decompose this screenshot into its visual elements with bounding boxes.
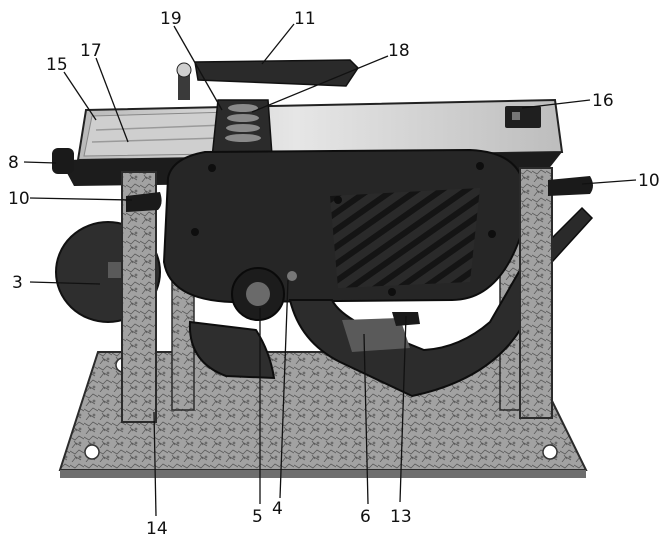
rear-grip	[188, 320, 276, 380]
callout-4: 4	[272, 499, 283, 519]
callout-11: 11	[294, 9, 316, 29]
callout-6: 6	[360, 507, 371, 527]
adjust-ridges	[225, 104, 261, 142]
leader-18	[251, 55, 389, 113]
callout-18: 18	[388, 41, 410, 61]
leader-10-right	[581, 179, 637, 185]
callout-5: 5	[252, 507, 263, 527]
leader-lines	[23, 23, 637, 517]
callout-labels: 19 11 15 17 18 16 8 10 10 3 14 5 4 6 13	[8, 9, 660, 538]
callout-19: 19	[160, 9, 182, 29]
small-screw	[287, 271, 297, 281]
vent-grille	[330, 188, 480, 288]
leader-6	[363, 333, 369, 505]
leader-14	[153, 411, 157, 517]
callout-15: 15	[46, 55, 68, 75]
leader-15	[63, 71, 97, 121]
base-hole	[84, 444, 100, 460]
callout-8: 8	[8, 153, 19, 173]
leader-13	[399, 315, 407, 503]
callout-16: 16	[592, 91, 614, 111]
leader-11	[261, 23, 295, 65]
leader-19	[173, 25, 223, 111]
chip-deflector	[194, 59, 359, 87]
leader-4	[279, 279, 289, 499]
callout-13: 13	[390, 507, 412, 527]
post-nut	[176, 62, 192, 78]
leader-3	[29, 281, 101, 285]
leader-10-left	[29, 197, 133, 201]
cover-screws	[191, 162, 496, 296]
callout-17: 17	[80, 41, 102, 61]
leader-8	[23, 161, 57, 164]
callout-14: 14	[146, 519, 168, 538]
stand-leg-front-left	[121, 171, 157, 423]
lock-knob-center	[246, 282, 270, 306]
trigger-switch	[342, 318, 410, 352]
leader-16	[521, 99, 591, 109]
side-knob	[52, 148, 74, 174]
front-sole-plate	[83, 111, 231, 157]
depth-gauge-block	[505, 106, 541, 128]
stand-leg-front-right	[519, 167, 553, 419]
callout-10-left: 10	[8, 189, 30, 209]
callout-3: 3	[12, 273, 23, 293]
leader-17	[95, 57, 129, 143]
clamp-screw-right	[548, 176, 593, 196]
base-hole	[542, 444, 558, 460]
clamp-screw-left	[126, 192, 162, 212]
callout-10-right: 10	[638, 171, 660, 191]
